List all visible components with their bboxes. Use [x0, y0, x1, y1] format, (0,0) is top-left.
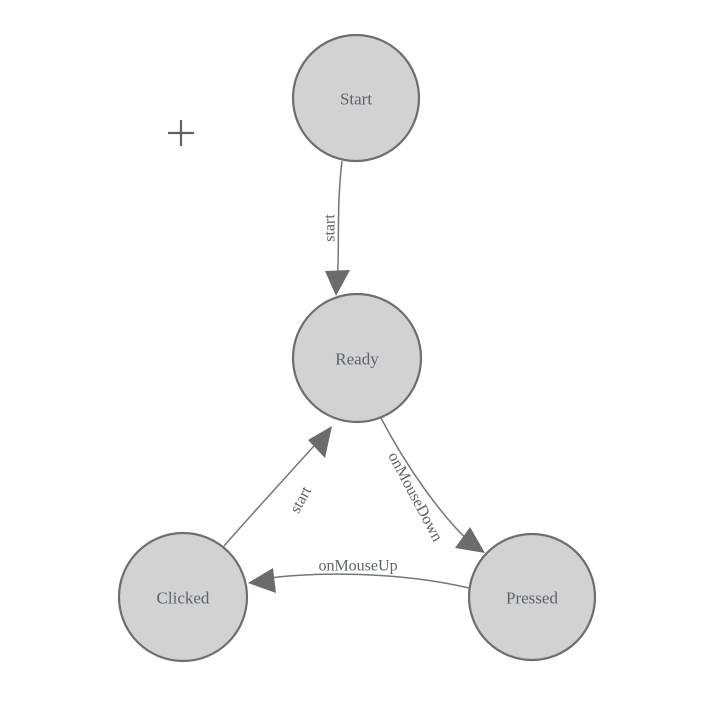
edge-clicked-to-ready-arrowhead: [308, 426, 332, 458]
node-pressed[interactable]: Pressed: [467, 532, 597, 662]
edge-pressed-to-clicked-arrowhead: [248, 568, 276, 593]
edge-ready-to-pressed[interactable]: onMouseDown: [380, 417, 485, 553]
node-ready-circle: [291, 292, 423, 424]
node-ready[interactable]: Ready: [291, 292, 423, 424]
edge-pressed-to-clicked[interactable]: onMouseUp: [248, 558, 470, 594]
node-start[interactable]: Start: [291, 33, 421, 163]
node-start-label: Start: [340, 90, 372, 109]
node-clicked-label: Clicked: [157, 589, 210, 608]
node-clicked[interactable]: Clicked: [117, 531, 249, 663]
edge-clicked-to-ready-path: [223, 436, 323, 547]
node-pressed-label: Pressed: [506, 589, 558, 608]
node-ready-label: Ready: [335, 350, 379, 369]
edge-pressed-to-clicked-path: [261, 573, 470, 589]
edge-start-to-ready[interactable]: start: [322, 160, 351, 296]
edge-ready-to-pressed-path: [380, 417, 472, 544]
node-clicked-circle: [117, 531, 249, 663]
node-start-circle: [291, 33, 421, 163]
edge-clicked-to-ready[interactable]: start: [223, 426, 332, 547]
edge-clicked-to-ready-label: start: [287, 483, 315, 516]
edge-pressed-to-clicked-label: onMouseUp: [318, 558, 397, 575]
edge-ready-to-pressed-label: onMouseDown: [384, 449, 445, 544]
edge-ready-to-pressed-arrowhead: [455, 527, 485, 553]
edge-start-to-ready-arrowhead: [325, 270, 350, 296]
edge-start-to-ready-label: start: [322, 214, 339, 242]
plus-marker: [168, 120, 194, 146]
node-pressed-circle: [467, 532, 597, 662]
